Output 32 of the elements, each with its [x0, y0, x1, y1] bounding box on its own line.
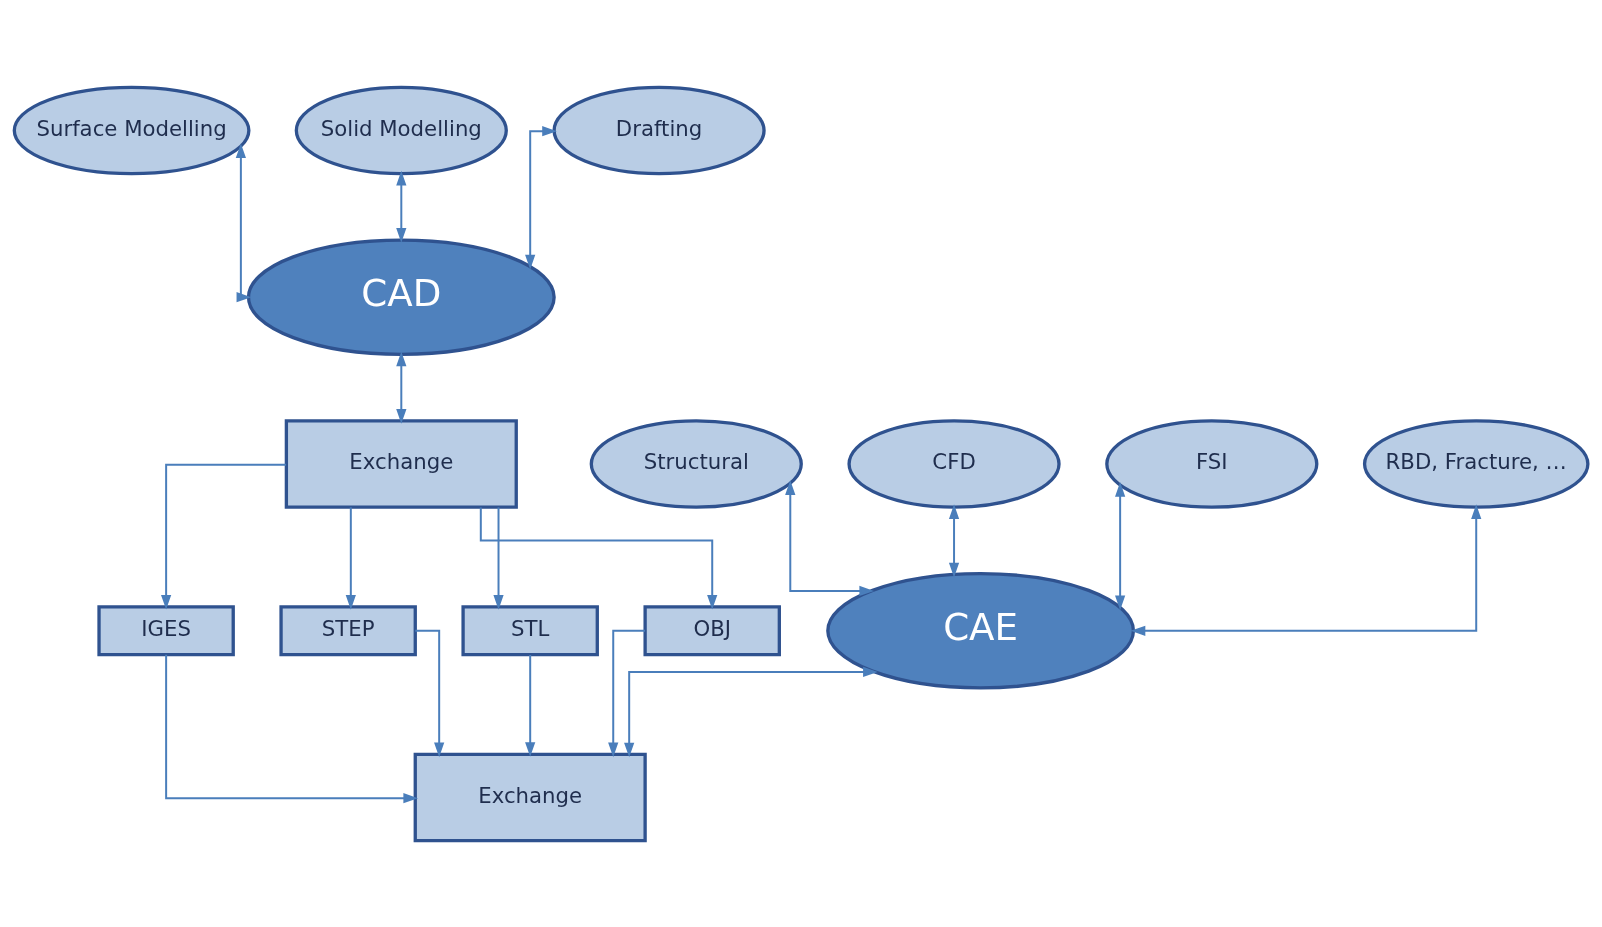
arrow	[414, 629, 445, 757]
node-ellipse: Solid Modelling	[294, 85, 508, 175]
node-box: Exchange	[413, 752, 647, 842]
node-ellipse: Structural	[589, 418, 803, 509]
arrow	[396, 351, 407, 424]
node-ellipse: RBD, Fracture, …	[1362, 418, 1590, 509]
node-box: IGES	[97, 604, 235, 656]
node-box: STL	[461, 604, 599, 656]
arrow	[161, 463, 288, 610]
arrow	[165, 653, 418, 803]
arrow	[608, 629, 647, 757]
node-ellipse: Drafting	[552, 85, 766, 175]
arrow	[1115, 481, 1126, 610]
arrow	[525, 653, 536, 757]
arrow	[479, 506, 718, 610]
arrow	[785, 479, 874, 596]
arrow	[948, 503, 960, 577]
node-box: Exchange	[284, 418, 518, 509]
arrow	[396, 170, 407, 243]
arrow	[1130, 503, 1482, 636]
node-ellipse: CAE	[826, 571, 1136, 690]
arrow	[345, 505, 356, 610]
node-ellipse: Surface Modelling	[12, 85, 251, 175]
arrow	[235, 142, 252, 302]
node-ellipse: CAD	[246, 237, 556, 356]
arrow	[624, 666, 878, 757]
arrow	[493, 505, 504, 610]
node-box: STEP	[279, 604, 417, 656]
node-ellipse: FSI	[1105, 418, 1319, 509]
node-ellipse: CFD	[847, 418, 1061, 509]
node-box: OBJ	[643, 604, 781, 656]
arrow	[525, 125, 557, 269]
